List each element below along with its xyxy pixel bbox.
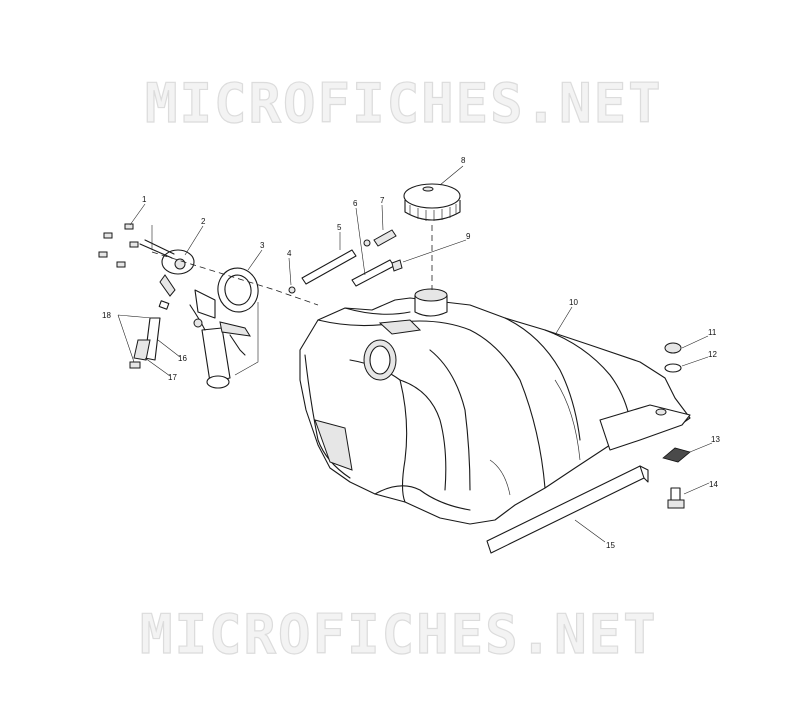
callout-6: 6: [353, 199, 358, 208]
hoses-fittings: [288, 229, 403, 294]
fuel-pump-assembly: [139, 239, 251, 389]
filler-cap: [403, 183, 461, 221]
callout-16: 16: [178, 354, 187, 363]
callout-9: 9: [466, 232, 471, 241]
callout-5: 5: [337, 223, 342, 232]
callout-2: 2: [201, 217, 206, 226]
fuel-tank: [299, 288, 691, 525]
filter-parts: [129, 300, 170, 369]
callout-10: 10: [569, 298, 578, 307]
tank-pad: [486, 465, 649, 554]
callout-18: 18: [102, 311, 111, 320]
callout-13: 13: [711, 435, 720, 444]
callout-12: 12: [708, 350, 717, 359]
callout-17: 17: [168, 373, 177, 382]
callout-15: 15: [606, 541, 615, 550]
gasket: [217, 267, 259, 313]
callout-leaders: [117, 165, 713, 543]
assembly-lines: [151, 225, 433, 376]
callout-1: 1: [142, 195, 147, 204]
screws: [98, 223, 139, 268]
callout-11: 11: [708, 328, 717, 337]
callout-4: 4: [287, 249, 292, 258]
watermark-bottom: MICROFICHES.NET: [140, 603, 658, 666]
callout-labels: 1 2 3 4 5 6 7 8 9 10 11 12 13 14 15 16 1…: [102, 156, 720, 550]
callout-14: 14: [709, 480, 718, 489]
callout-3: 3: [260, 241, 265, 250]
callout-7: 7: [380, 196, 385, 205]
callout-8: 8: [461, 156, 466, 165]
watermark-top: MICROFICHES.NET: [145, 72, 663, 135]
mounting-hardware: [662, 342, 691, 509]
